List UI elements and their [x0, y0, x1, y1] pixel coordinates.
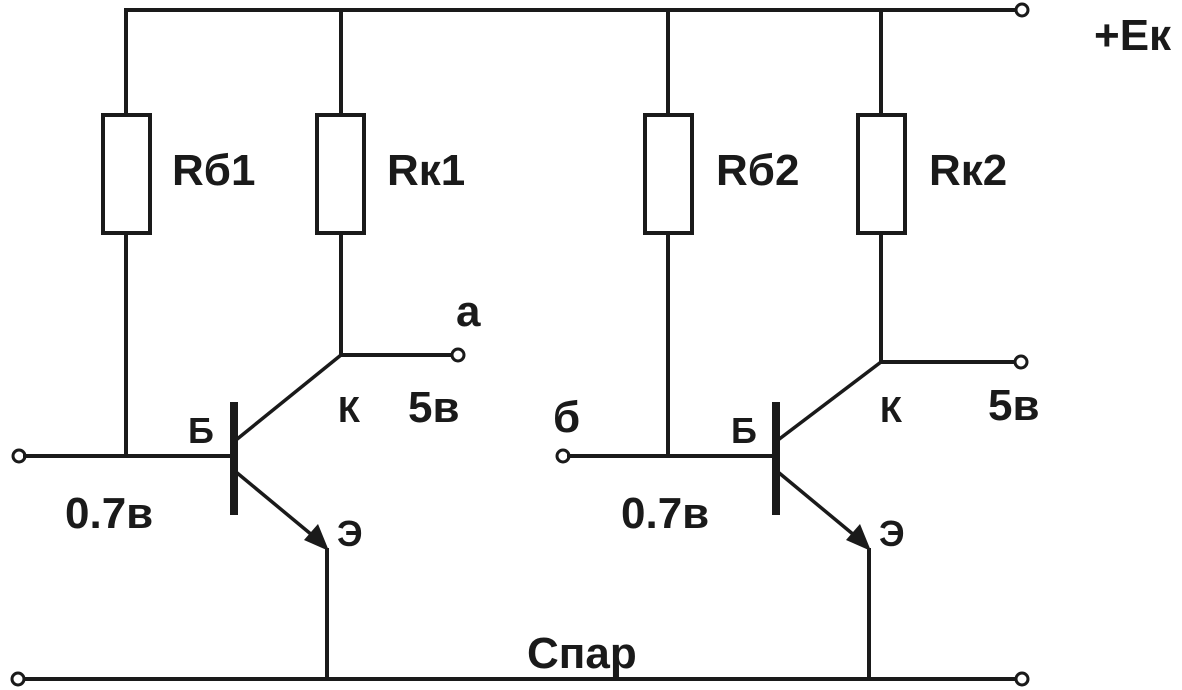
output-1-voltage-label: 5в [408, 383, 460, 432]
supply-label: +Eк [1094, 11, 1172, 60]
node-b-label: б [553, 393, 580, 442]
emitter-1-label: Э [337, 513, 363, 554]
rb2-label: Rб2 [716, 146, 799, 195]
resistor-rb2 [643, 113, 694, 235]
stage-1 [11, 8, 466, 681]
transistor-1 [230, 353, 343, 681]
base-1-label: Б [188, 410, 214, 451]
resistor-rb1 [101, 113, 152, 235]
emitter-arrow-1 [304, 524, 329, 551]
common-left-terminal [10, 671, 26, 687]
supply-rail [124, 2, 1030, 18]
emitter-2-label: Э [879, 513, 905, 554]
rb1-label: Rб1 [172, 146, 255, 195]
resistor-rk1 [315, 113, 366, 235]
input-1-voltage-label: 0.7в [65, 489, 153, 538]
node-a-label: а [456, 287, 481, 336]
resistor-rk2 [856, 113, 907, 235]
c-par-label: Спар [527, 629, 637, 678]
collector-1-label: К [338, 389, 361, 430]
input-2-voltage-label: 0.7в [621, 489, 709, 538]
emitter-arrow-2 [846, 524, 871, 551]
collector-2-label: К [880, 389, 903, 430]
base-2-label: Б [731, 410, 757, 451]
output-2-terminal [1013, 354, 1029, 370]
rk1-label: Rк1 [387, 146, 465, 195]
transistor-2 [772, 360, 883, 681]
rk2-label: Rк2 [929, 146, 1007, 195]
stage-2 [555, 8, 1029, 681]
output-a-terminal [450, 347, 466, 363]
output-2-voltage-label: 5в [988, 381, 1040, 430]
common-right-terminal [1014, 671, 1030, 687]
common-rail [10, 671, 1030, 687]
supply-terminal [1014, 2, 1030, 18]
